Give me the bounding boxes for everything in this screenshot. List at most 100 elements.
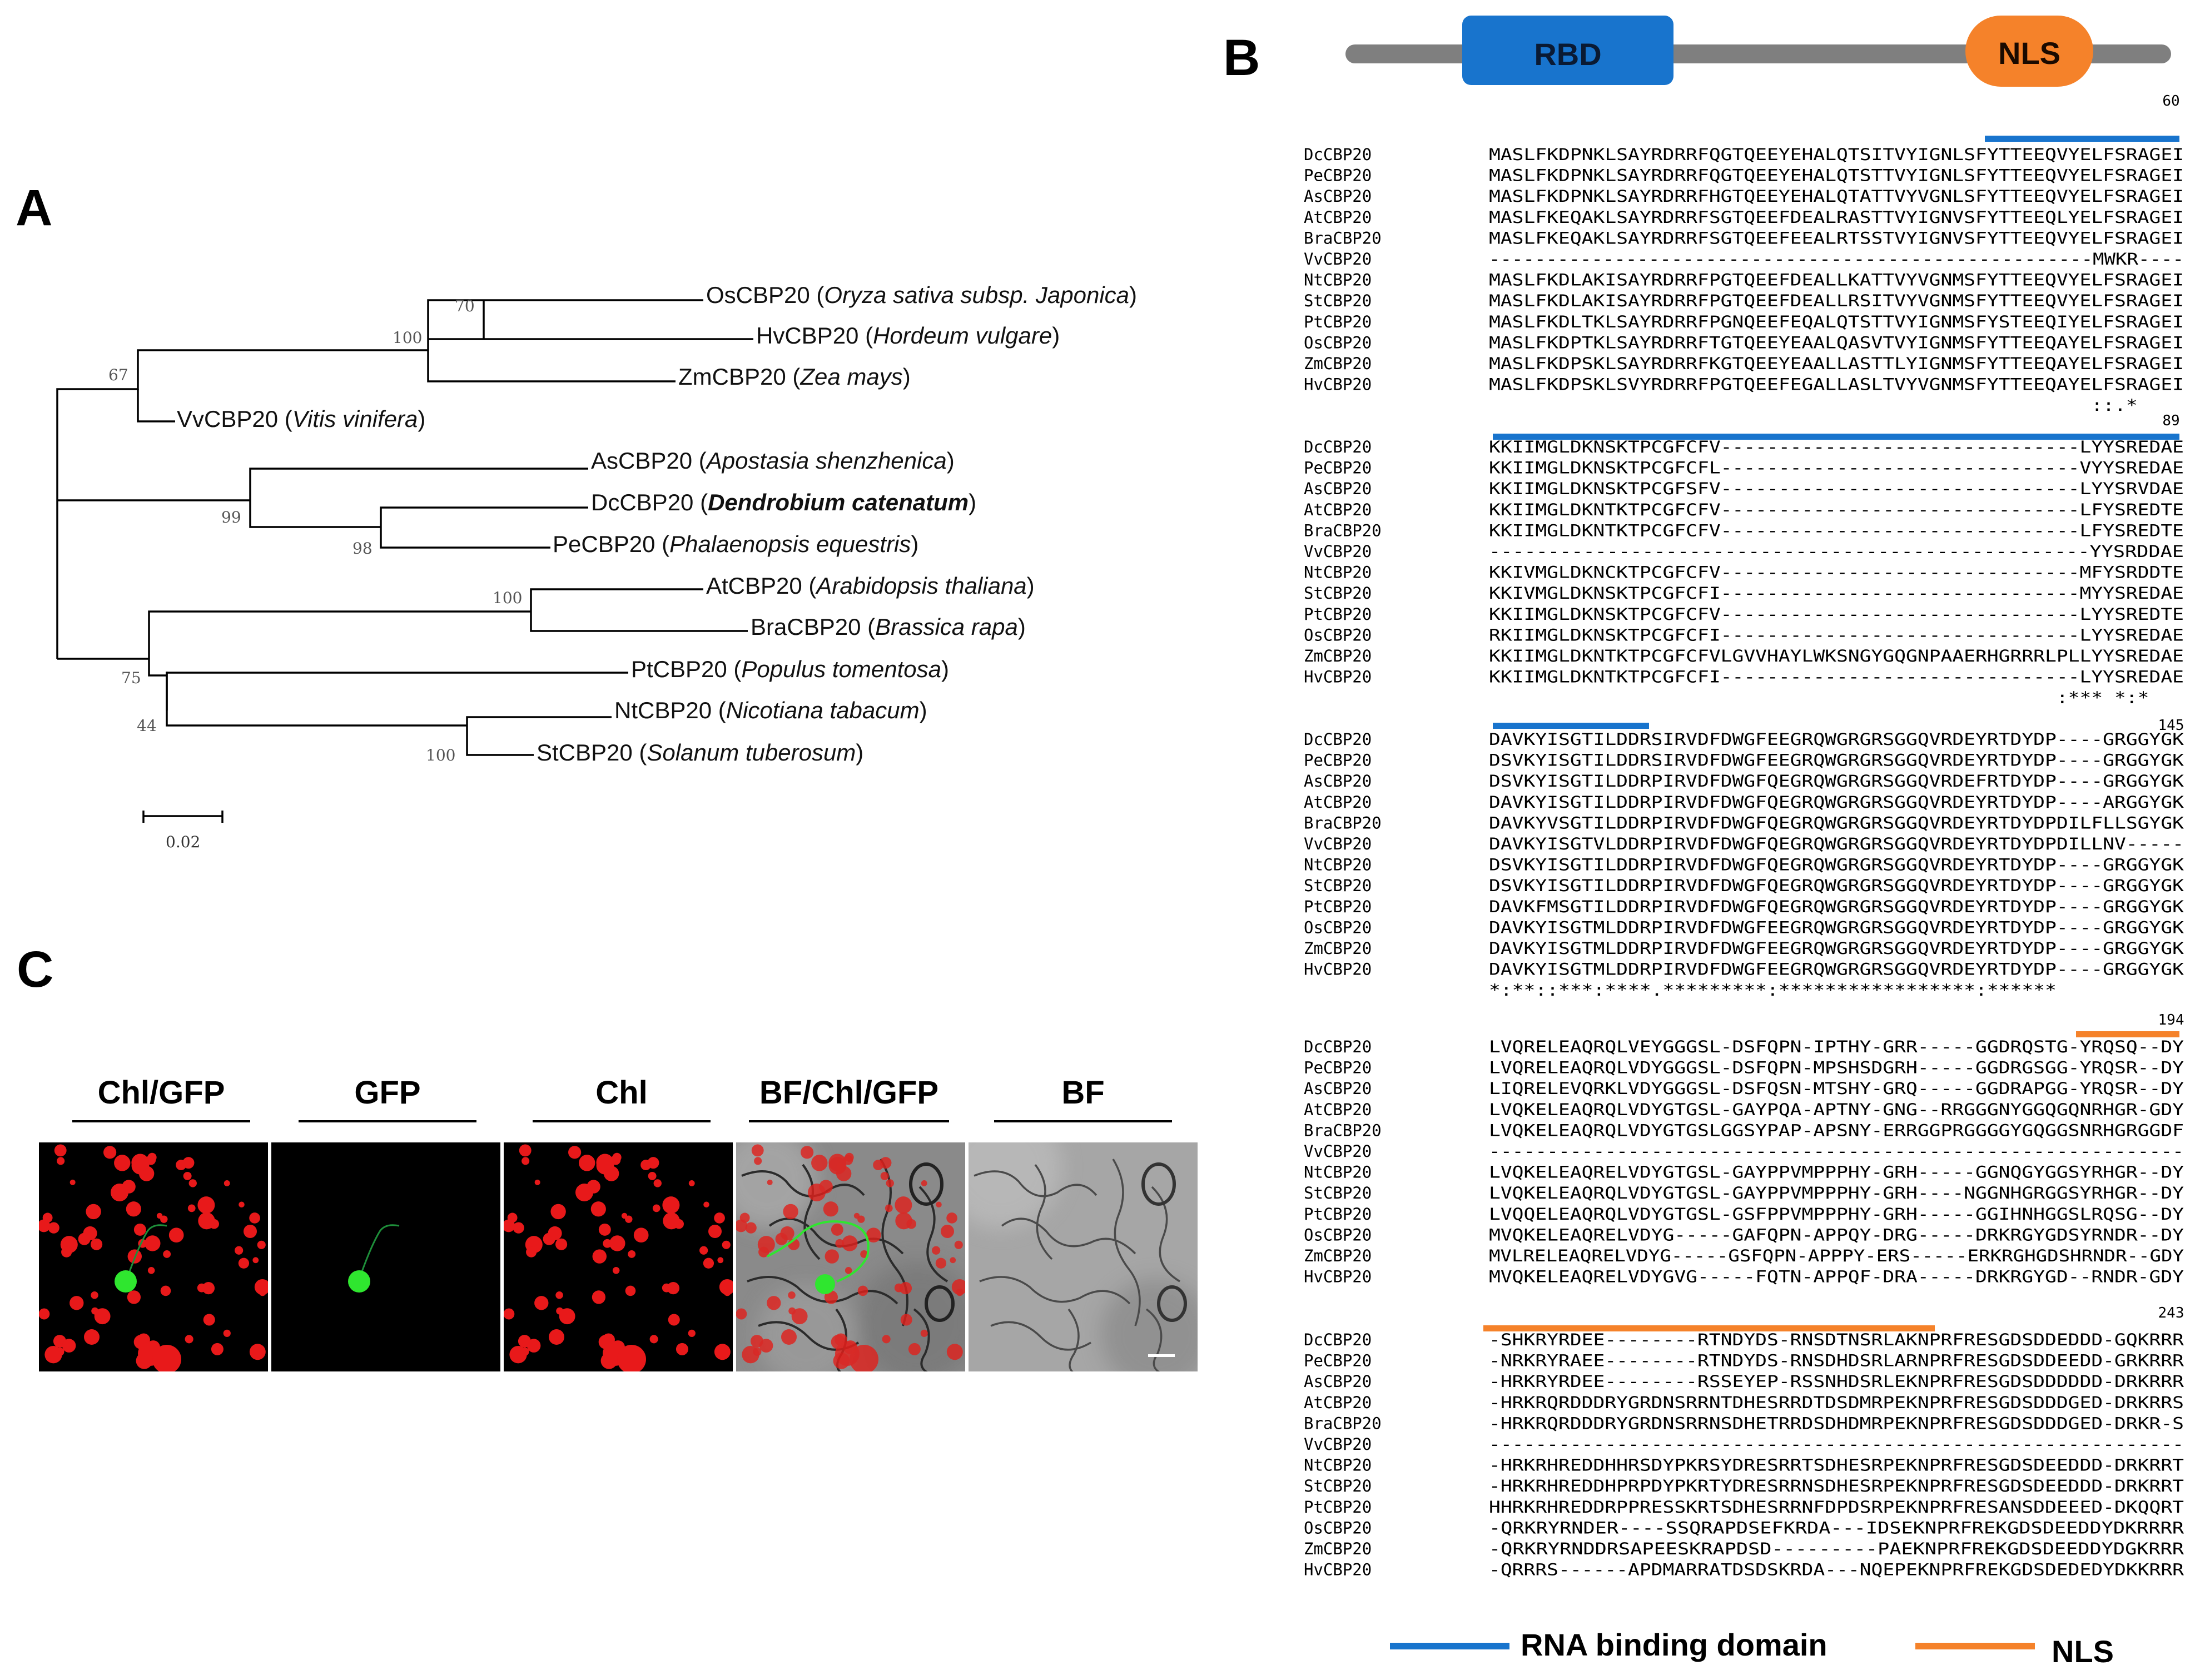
bootstrap-value: 67 [108, 366, 128, 384]
sequence-name: AsCBP20 [1304, 772, 1372, 791]
sequence-text: LIQRELEVQRKLVDYGGGSL-DSFQSN-MTSHY-GRQ---… [1489, 1079, 2184, 1098]
taxon-id: OsCBP20 ( [706, 282, 824, 308]
microscopy-images [39, 1142, 1198, 1371]
sequence-text: KKIVMGLDKNSKTPCGFCFI--------------------… [1489, 584, 2184, 603]
image-chl-gfp [39, 1142, 268, 1371]
sequence-text: -HRKRHREDDHHRSDYPKRSYDRESRRTSDHESRPEKNPR… [1489, 1456, 2184, 1475]
domain-diagram: RBD NLS [1345, 16, 2171, 87]
sequence-text: MASLFKDLAKISAYRDRRFPGTQEEFDEALLRSITVYVGN… [1489, 291, 2184, 310]
sequence-name: ZmCBP20 [1304, 939, 1372, 958]
sequence-name: AsCBP20 [1304, 479, 1372, 498]
taxon-id: HvCBP20 ( [756, 322, 873, 349]
panel-label-c: C [17, 941, 53, 998]
taxon-species: Zea mays [799, 364, 902, 390]
bootstrap-value: 44 [137, 717, 157, 735]
taxon-species: Vitis vinifera [292, 406, 418, 432]
sequence-name: StCBP20 [1304, 1477, 1372, 1495]
scale-bar [142, 811, 224, 823]
sequence-text: LVQKELEAQRQLVDYGTGSLGGSYPAP-APSNY-ERRGGP… [1489, 1121, 2184, 1140]
domain-bar [2076, 1031, 2179, 1037]
sequence-name: VvCBP20 [1304, 1142, 1372, 1161]
header-underline [72, 1120, 250, 1122]
sequence-name: HvCBP20 [1304, 1268, 1372, 1286]
sequence-text: KKIIMGLDKNSKTPCGFSFV--------------------… [1489, 479, 2184, 498]
sequence-text: RKIIMGLDKNSKTPCGFCFI--------------------… [1489, 625, 2184, 644]
sequence-text: MASLFKDPNKLSAYRDRRFHGTQEEYEHALQTATTVYVGN… [1489, 187, 2184, 206]
sequence-name: OsCBP20 [1304, 625, 1372, 644]
sequence-name: PeCBP20 [1304, 1351, 1372, 1370]
consensus-line: :*** *:* [1489, 688, 2149, 707]
sequence-name: HvCBP20 [1304, 375, 1372, 394]
sequence-name: PtCBP20 [1304, 605, 1372, 624]
sequence-name: HvCBP20 [1304, 960, 1372, 979]
taxon-species: Populus tomentosa [741, 656, 941, 682]
sequence-text: MASLFKEQAKLSAYRDRRFSGTQEEFEEALRTSSTVYIGN… [1489, 228, 2184, 247]
sequence-text: DAVKYISGTILDDRSIRVDFDWGFEEGRQWGRGRSGGQVR… [1489, 730, 2184, 749]
sequence-text: LVQRELEAQRQLVEYGGGSL-DSFQPN-IPTHY-GRR---… [1489, 1037, 2184, 1056]
taxon-id: AsCBP20 ( [591, 448, 707, 474]
sequence-text: DSVKYISGTILDDRPIRVDFDWGFQEGRQWGRGRSGGQVR… [1489, 876, 2184, 895]
alignment-position: 89 [2162, 412, 2179, 429]
sequence-name: OsCBP20 [1304, 333, 1372, 352]
sequence-text: MASLFKEQAKLSAYRDRRFSGTQEEFDEALRASTTVYIGN… [1489, 208, 2184, 227]
sequence-text: KKIIMGLDKNSKTPCGFCFV--------------------… [1489, 438, 2184, 456]
bootstrap-values: 70 100 67 99 98 100 75 44 100 [108, 297, 522, 764]
sequence-text: KKIIMGLDKNSKTPCGFCFV--------------------… [1489, 605, 2184, 624]
sequence-name: BraCBP20 [1304, 521, 1382, 540]
sequence-name: DcCBP20 [1304, 1330, 1372, 1349]
taxon-id: StCBP20 ( [537, 739, 647, 766]
sequence-name: NtCBP20 [1304, 1163, 1372, 1182]
header-underline [749, 1120, 949, 1122]
sequence-text: MASLFKDPNKLSAYRDRRFQGTQEEYEHALQTSITVYIGN… [1489, 145, 2184, 164]
sequence-name: OsCBP20 [1304, 1225, 1372, 1244]
sequence-name: PeCBP20 [1304, 459, 1372, 478]
sequence-text: MVQKELEAQRELVDYGVG-----FQTN-APPQF-DRA---… [1489, 1268, 2184, 1286]
sequence-name: PtCBP20 [1304, 312, 1372, 331]
sequence-text: DSVKYISGTILDDRPIRVDFDWGFQEGRQWGRGRSGGQVR… [1489, 772, 2184, 791]
sequence-name: StCBP20 [1304, 584, 1372, 603]
taxon-species: Apostasia shenzhenica [705, 448, 947, 474]
taxon-label: PtCBP20 (Populus tomentosa) [631, 656, 949, 682]
sequence-text: LVQRELEAQRQLVDYGGGSL-DSFQPN-MPSHSDGRH---… [1489, 1058, 2184, 1077]
sequence-name: StCBP20 [1304, 876, 1372, 895]
sequence-name: HvCBP20 [1304, 1560, 1372, 1579]
sequence-text: -SHKRYRDEE--------RTNDYDS-RNSDTNSRLAKNPR… [1489, 1330, 2184, 1349]
tree-orchid-clade [57, 468, 588, 549]
gfp-nucleus [115, 1270, 137, 1293]
taxon-id: BraCBP20 ( [751, 614, 875, 640]
sequence-name: PtCBP20 [1304, 897, 1372, 916]
nls-domain-box [1965, 16, 2093, 87]
sequence-name: VvCBP20 [1304, 1435, 1372, 1454]
sequence-text: DAVKYISGTMLDDRPIRVDFDWGFEEGRQWGRGRSGGQVR… [1489, 960, 2184, 979]
tree-asterid-clade [166, 672, 628, 756]
bootstrap-value: 100 [393, 329, 422, 347]
taxon-label: AsCBP20 (Apostasia shenzhenica) [591, 448, 955, 474]
sequence-text: MVQKELEAQRELVDYG-----GAFQPN-APPQY-DRG---… [1489, 1225, 2184, 1244]
taxon-id: DcCBP20 ( [591, 489, 708, 515]
alignment-position: 194 [2158, 1012, 2184, 1028]
sequence-name: AsCBP20 [1304, 1079, 1372, 1098]
sequence-text: LVQKELEAQRQLVDYGTGSL-GAYPPVMPPPHY-GRH---… [1489, 1184, 2184, 1202]
sequence-name: AtCBP20 [1304, 500, 1372, 519]
taxon-label: PeCBP20 (Phalaenopsis equestris) [553, 531, 918, 557]
sequence-name: BraCBP20 [1304, 1414, 1382, 1433]
taxon-id: PtCBP20 ( [631, 656, 741, 682]
phylogenetic-tree [56, 299, 753, 823]
sequence-name: AsCBP20 [1304, 1372, 1372, 1391]
sequence-text: KKIIMGLDKNTKTPCGFCFV--------------------… [1489, 521, 2184, 540]
rbd-legend-label: RNA binding domain [1521, 1627, 1827, 1662]
sequence-name: DcCBP20 [1304, 1037, 1372, 1056]
sequence-text: -QRKRYRNDDRSAPEESKRAPDSD---------PAEKNPR… [1489, 1539, 2184, 1558]
bootstrap-value: 100 [493, 589, 522, 607]
image-bf [969, 1142, 1198, 1371]
sequence-name: BraCBP20 [1304, 228, 1382, 247]
sequence-text: DAVKFMSGTILDDRPIRVDFDWGFQEGRQWGRGRSGGQVR… [1489, 897, 2184, 916]
microscopy-header: BF [1061, 1075, 1104, 1111]
taxon-label: DcCBP20 (Dendrobium catenatum) [591, 489, 976, 515]
taxon-id: PeCBP20 ( [553, 531, 669, 557]
